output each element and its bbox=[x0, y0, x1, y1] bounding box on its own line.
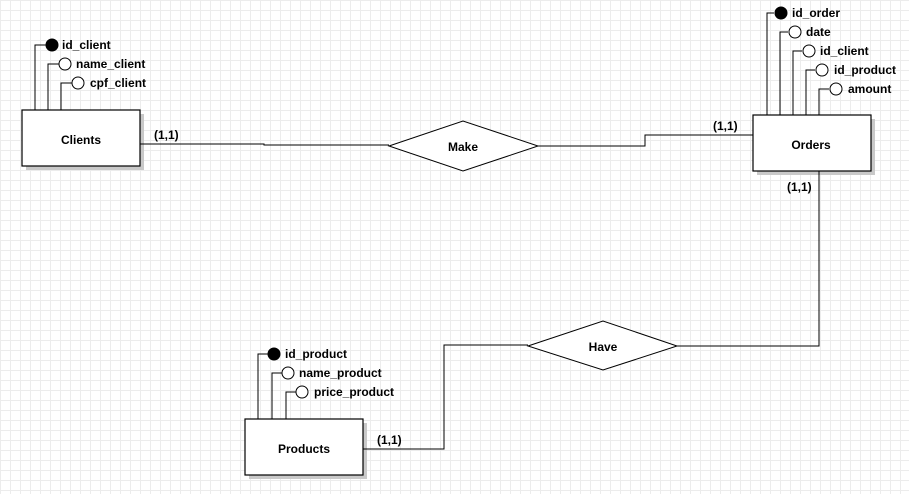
attribute-icon bbox=[802, 44, 816, 58]
attribute-name-client[interactable]: name_client bbox=[58, 57, 145, 71]
attribute-amount[interactable]: amount bbox=[829, 82, 891, 96]
attribute-icon bbox=[295, 385, 309, 399]
relationship-make[interactable]: Make (1,1) (1,1) bbox=[140, 119, 753, 172]
relationship-diamond[interactable] bbox=[387, 120, 540, 172]
attribute-label: id_client bbox=[62, 38, 111, 52]
entity-box[interactable] bbox=[752, 114, 872, 172]
cardinality-label: (1,1) bbox=[713, 119, 738, 133]
entity-orders[interactable]: Orders id_order date id_client id_produc… bbox=[752, 6, 896, 175]
entity-name: Orders bbox=[791, 138, 831, 152]
attribute-icon bbox=[58, 57, 72, 71]
attribute-id-client-fk[interactable]: id_client bbox=[802, 44, 869, 58]
attribute-id-order[interactable]: id_order bbox=[774, 6, 840, 20]
cardinality-label: (1,1) bbox=[377, 433, 402, 447]
attribute-id-client[interactable]: id_client bbox=[45, 38, 111, 52]
connector-clients-make bbox=[140, 143, 389, 146]
attribute-label: id_product bbox=[285, 347, 347, 361]
attribute-icon bbox=[281, 366, 295, 380]
cardinality-label: (1,1) bbox=[787, 180, 812, 194]
attribute-cpf-client[interactable]: cpf_client bbox=[71, 76, 146, 90]
entity-box[interactable] bbox=[21, 109, 141, 167]
attribute-date[interactable]: date bbox=[788, 25, 831, 39]
attribute-label: name_product bbox=[299, 366, 382, 380]
attribute-label: date bbox=[806, 25, 831, 39]
connector-have-products bbox=[363, 344, 528, 450]
attribute-name-product[interactable]: name_product bbox=[281, 366, 382, 380]
attribute-price-product[interactable]: price_product bbox=[295, 385, 394, 399]
attribute-icon bbox=[829, 82, 843, 96]
cardinality-label: (1,1) bbox=[154, 128, 179, 142]
attribute-id-product-fk[interactable]: id_product bbox=[815, 63, 896, 77]
relationship-have[interactable]: Have (1,1) (1,1) bbox=[363, 171, 820, 450]
attribute-id-product[interactable]: id_product bbox=[267, 347, 347, 361]
attribute-label: id_order bbox=[792, 6, 840, 20]
connector-make-orders bbox=[538, 134, 753, 147]
entity-name: Products bbox=[278, 442, 330, 456]
attribute-icon bbox=[788, 25, 802, 39]
connector-orders-have bbox=[677, 171, 820, 347]
relationship-name: Make bbox=[448, 140, 478, 154]
primary-key-icon bbox=[45, 38, 59, 52]
relationship-name: Have bbox=[589, 340, 618, 354]
entity-name: Clients bbox=[61, 133, 101, 147]
primary-key-icon bbox=[267, 347, 281, 361]
primary-key-icon bbox=[774, 6, 788, 20]
entity-box[interactable] bbox=[244, 418, 364, 476]
relationship-diamond[interactable] bbox=[526, 320, 679, 371]
attribute-icon bbox=[815, 63, 829, 77]
entity-clients[interactable]: Clients id_client name_client cpf_client bbox=[21, 38, 146, 170]
attribute-label: cpf_client bbox=[90, 76, 146, 90]
attribute-label: id_product bbox=[834, 63, 896, 77]
attribute-icon bbox=[71, 76, 85, 90]
entity-products[interactable]: Products id_product name_product price_p… bbox=[244, 347, 394, 479]
attribute-label: name_client bbox=[76, 57, 145, 71]
attribute-label: amount bbox=[848, 82, 891, 96]
attribute-label: id_client bbox=[820, 44, 869, 58]
attribute-label: price_product bbox=[314, 385, 394, 399]
